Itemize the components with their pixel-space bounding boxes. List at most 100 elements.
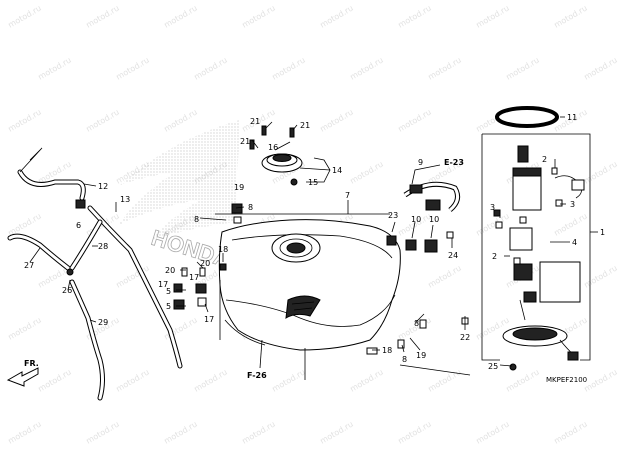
reference-e23: E-23 — [444, 158, 464, 167]
callout-8: 8 — [414, 319, 419, 328]
fuel-pump-assembly — [502, 145, 585, 371]
watermark-text: motod.ru — [163, 4, 199, 30]
watermark-text: motod.ru — [397, 420, 433, 446]
watermark-text: motod.ru — [427, 264, 463, 290]
watermark-text: motod.ru — [193, 368, 229, 394]
callout-28: 28 — [98, 242, 108, 251]
callout-11: 11 — [567, 113, 577, 122]
callout-10: 10 — [411, 215, 421, 224]
callout-10: 10 — [429, 215, 439, 224]
callout-23: 23 — [388, 211, 398, 220]
watermark-text: motod.ru — [319, 108, 355, 134]
callout-8: 8 — [248, 203, 253, 212]
watermark-text: motod.ru — [271, 368, 307, 394]
callout-25: 25 — [488, 362, 498, 371]
callout-7: 7 — [345, 191, 350, 200]
watermark-text: motod.ru — [583, 56, 619, 82]
filler-cap-assembly — [261, 106, 559, 186]
callout-17: 17 — [158, 280, 168, 289]
callout-12: 12 — [98, 182, 108, 191]
callout-18: 18 — [218, 245, 228, 254]
watermark-text: motod.ru — [427, 56, 463, 82]
watermark-text: motod.ru — [553, 4, 589, 30]
callout-6: 6 — [76, 221, 81, 230]
watermark-text: motod.ru — [163, 420, 199, 446]
callout-19: 19 — [234, 183, 244, 192]
watermark-text: motod.ru — [241, 420, 277, 446]
callout-1: 1 — [600, 228, 605, 237]
watermark-text: motod.ru — [271, 56, 307, 82]
watermark-text: motod.ru — [85, 108, 121, 134]
leader-lines — [29, 116, 598, 380]
callout-3: 3 — [570, 200, 575, 209]
front-direction-arrow: FR. — [6, 359, 39, 387]
callout-16: 16 — [268, 143, 278, 152]
callout-27: 27 — [24, 261, 34, 270]
watermark-text: motod.ru — [115, 56, 151, 82]
watermark-text: motod.ru — [553, 420, 589, 446]
callout-2: 2 — [492, 252, 497, 261]
watermark-text: motod.ru — [397, 108, 433, 134]
watermark-text: motod.ru — [583, 160, 619, 186]
callout-17: 17 — [189, 273, 199, 282]
callout-4: 4 — [572, 238, 577, 247]
callout-3: 3 — [490, 203, 495, 212]
watermark-text: motod.ru — [85, 420, 121, 446]
callout-13: 13 — [120, 195, 130, 204]
watermark-text: motod.ru — [505, 368, 541, 394]
front-label: FR. — [24, 359, 39, 368]
watermark-text: motod.ru — [193, 56, 229, 82]
callout-20: 20 — [200, 259, 210, 268]
watermark-text: motod.ru — [397, 4, 433, 30]
fuel-tank-body — [218, 219, 401, 351]
watermark-text: motod.ru — [37, 368, 73, 394]
watermark-text: motod.ru — [7, 108, 43, 134]
callout-20: 20 — [165, 266, 175, 275]
callout-26: 26 — [62, 286, 72, 295]
watermark-text: motod.ru — [475, 4, 511, 30]
callout-19: 19 — [416, 351, 426, 360]
watermark-text: motod.ru — [319, 420, 355, 446]
watermark-text: motod.ru — [7, 212, 43, 238]
hose-group-left — [7, 147, 183, 401]
watermark-text: motod.ru — [583, 264, 619, 290]
watermark-text: motod.ru — [505, 56, 541, 82]
callout-5: 5 — [166, 302, 171, 311]
watermark-text: motod.ru — [7, 316, 43, 342]
watermark-text: motod.ru — [115, 368, 151, 394]
watermark-text: motod.ru — [7, 4, 43, 30]
callout-8: 8 — [194, 215, 199, 224]
watermark-text: motod.ru — [241, 4, 277, 30]
callout-21: 21 — [240, 137, 250, 146]
callout-21: 21 — [300, 121, 310, 130]
watermark-text: motod.ru — [349, 368, 385, 394]
watermark-text: motod.ru — [349, 160, 385, 186]
callout-29: 29 — [98, 318, 108, 327]
watermark-text: motod.ru — [319, 4, 355, 30]
watermark-text: motod.ru — [7, 420, 43, 446]
callout-22: 22 — [460, 333, 470, 342]
figure-code: MKPEF2100 — [546, 376, 587, 384]
watermark-text: motod.ru — [553, 212, 589, 238]
callout-21: 21 — [250, 117, 260, 126]
callout-18: 18 — [382, 346, 392, 355]
watermark-text: motod.ru — [583, 368, 619, 394]
watermark-text: motod.ru — [37, 56, 73, 82]
callout-14: 14 — [332, 166, 342, 175]
callout-2: 2 — [542, 155, 547, 164]
callout-17: 17 — [204, 315, 214, 324]
watermark-text: motod.ru — [85, 4, 121, 30]
callout-9: 9 — [418, 158, 423, 167]
watermark-text: motod.ru — [475, 212, 511, 238]
watermark-text: motod.ru — [475, 420, 511, 446]
watermark-text: motod.ru — [163, 108, 199, 134]
callout-5: 5 — [166, 287, 171, 296]
watermark-text: motod.ru — [349, 56, 385, 82]
callout-15: 15 — [308, 178, 318, 187]
callout-24: 24 — [448, 251, 458, 260]
fuel-hose-bracket — [403, 181, 461, 212]
callout-8: 8 — [402, 355, 407, 364]
reference-f26: F-26 — [247, 371, 267, 380]
